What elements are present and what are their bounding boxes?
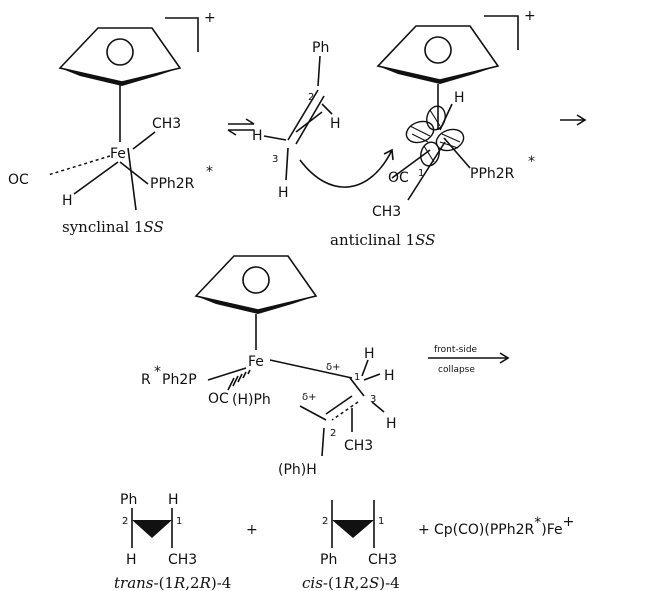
- ts-carbon-1: 1: [354, 372, 360, 383]
- charge-bracket: [165, 17, 199, 52]
- ts-carbon-3: 3: [370, 394, 376, 405]
- ts-co-label: OC: [208, 391, 229, 407]
- anticlinal-caption: anticlinal 1SS: [330, 231, 435, 249]
- c2-h-bond: [321, 427, 325, 457]
- forward-arrow: [560, 114, 587, 126]
- ts-r-label: R: [141, 372, 151, 388]
- fe-methyl-bond: [132, 131, 156, 150]
- methyl-label: CH3: [152, 116, 181, 132]
- anticlinal-chiral-star: *: [528, 154, 535, 170]
- anticlinal-complex: H OC 1 PPh2R * CH3 + anticlinal 1SS: [330, 8, 536, 249]
- h-left-bond: [263, 135, 287, 141]
- phosphine-label-text: PPh2R: [150, 176, 195, 192]
- c1-h-bond-right: [363, 373, 381, 381]
- ts-phh-label: (Ph)H: [278, 462, 317, 478]
- alkene-phenyl-label: Ph: [312, 40, 329, 56]
- cis-cyclopropane: 2 1 Ph CH3 cis-(1R,2S)-4: [302, 500, 400, 591]
- cis-caption: cis-(1R,2S)-4: [302, 574, 400, 591]
- c2-c3-double-bond-b: [295, 95, 325, 145]
- anticlinal-phosphine-label: PPh2R: [470, 166, 515, 182]
- plus-sign-1: +: [246, 522, 258, 538]
- ts-h2-label: H: [384, 368, 395, 384]
- c3-ring-line: [295, 111, 323, 133]
- trans-cyclopropane: Ph H 2 1 H CH3 trans-(1R,2R)-4: [114, 492, 231, 591]
- anticlinal-co-label: OC: [388, 170, 409, 186]
- anticlinal-h-label: H: [454, 90, 465, 106]
- alkene: Ph 2 H H 3 H: [252, 40, 394, 201]
- h-bond: [73, 161, 119, 195]
- fe-p-bond: [119, 161, 149, 185]
- cis-c2-label: 2: [322, 516, 328, 527]
- ts-r-star: *: [154, 364, 161, 380]
- cyclopentadienyl-ring-2: [376, 25, 500, 84]
- hashed-wedge-bond: [227, 369, 251, 391]
- co-label: OC: [8, 172, 29, 188]
- anticlinal-methyl-label: CH3: [372, 204, 401, 220]
- ts-h3-label: H: [386, 416, 397, 432]
- fe-p-bond-2: [443, 137, 471, 169]
- carbon-3-label: 3: [272, 154, 278, 165]
- c3-h-bond: [371, 401, 385, 413]
- hydrogen-label: H: [62, 193, 73, 209]
- front-side-collapse-arrow: front-side collapse: [428, 345, 510, 375]
- cis-phenyl-label: Ph: [320, 552, 337, 568]
- cis-methyl-label: CH3: [368, 552, 397, 568]
- c1-h-bond-top: [361, 359, 369, 377]
- anticlinal-fe-number: 1: [418, 168, 424, 179]
- fe-co-dashed-bond: [47, 155, 111, 176]
- synclinal-complex: Fe CH3 OC H PPh2R * + synclinal 1SS: [8, 10, 216, 236]
- trans-h-top-label: H: [168, 492, 179, 508]
- ts-carbon-2: 2: [330, 428, 336, 439]
- alkene-h-bottom: H: [278, 185, 289, 201]
- fe-label: Fe: [110, 146, 126, 162]
- carbon-2-label: 2: [308, 92, 314, 103]
- chiral-star: *: [206, 164, 213, 180]
- cis-c1-label: 1: [378, 516, 384, 527]
- ts-h1-label: H: [364, 346, 375, 362]
- h-right-bond: [321, 103, 333, 115]
- c2-ph-bond: [299, 405, 327, 421]
- trans-c1-label: 1: [176, 516, 182, 527]
- ts-delta-plus-2: δ+: [302, 392, 317, 403]
- fe-p-bond-3: [207, 367, 247, 381]
- trans-c2-label: 2: [122, 516, 128, 527]
- fe-co-bond-2: [391, 149, 431, 179]
- plus-sign-2: +: [418, 522, 430, 538]
- trans-methyl-label: CH3: [168, 552, 197, 568]
- ts-methyl-label: CH3: [344, 438, 373, 454]
- c3-c2-bond: [325, 395, 353, 415]
- fe-methyl-bond-2: [407, 141, 446, 201]
- fe-c1-bond: [269, 359, 353, 379]
- trans-caption: trans-(1R,2R)-4: [114, 574, 231, 591]
- arrow-label-line1: front-side: [434, 345, 478, 355]
- ts-ph2p-label: Ph2P: [162, 372, 197, 388]
- cyclopentadienyl-ring: [58, 27, 182, 86]
- alkene-h-left: H: [252, 128, 263, 144]
- curved-arrow-head: [383, 148, 394, 161]
- ph-c2-bond: [317, 55, 321, 87]
- curved-attack-arrow: [299, 149, 393, 188]
- fe-h-bond: [439, 103, 453, 131]
- transition-state: Fe R * Ph2P OC (H)Ph δ+ δ+ 1 H H 3 H 2 C…: [141, 255, 397, 478]
- cyclopentadienyl-ring-3: [194, 255, 318, 314]
- ts-fe-label: Fe: [248, 354, 264, 370]
- trans-phenyl-label: Ph: [120, 492, 137, 508]
- charge-plus-2: +: [524, 8, 536, 24]
- charge-plus: +: [204, 10, 216, 26]
- equilibrium-arrow: [227, 118, 255, 136]
- trans-h-bottom-label: H: [126, 552, 137, 568]
- arrow-label-line2: collapse: [438, 365, 475, 375]
- iron-byproduct-formula: Cp(CO)(PPh2R*)Fe+: [434, 514, 574, 538]
- c3-h-bond: [285, 147, 289, 181]
- c3-c2-partial-bond: [331, 401, 359, 421]
- c1-c3-bond: [349, 377, 365, 397]
- synclinal-caption: synclinal 1SS: [62, 218, 164, 236]
- ts-hph-label: (H)Ph: [232, 392, 271, 408]
- newman-axis-line: [127, 147, 137, 211]
- charge-bracket-2: [484, 15, 519, 50]
- alkene-h-right: H: [330, 116, 341, 132]
- ts-delta-plus-1: δ+: [326, 362, 341, 373]
- c2-c3-double-bond-a: [287, 89, 319, 141]
